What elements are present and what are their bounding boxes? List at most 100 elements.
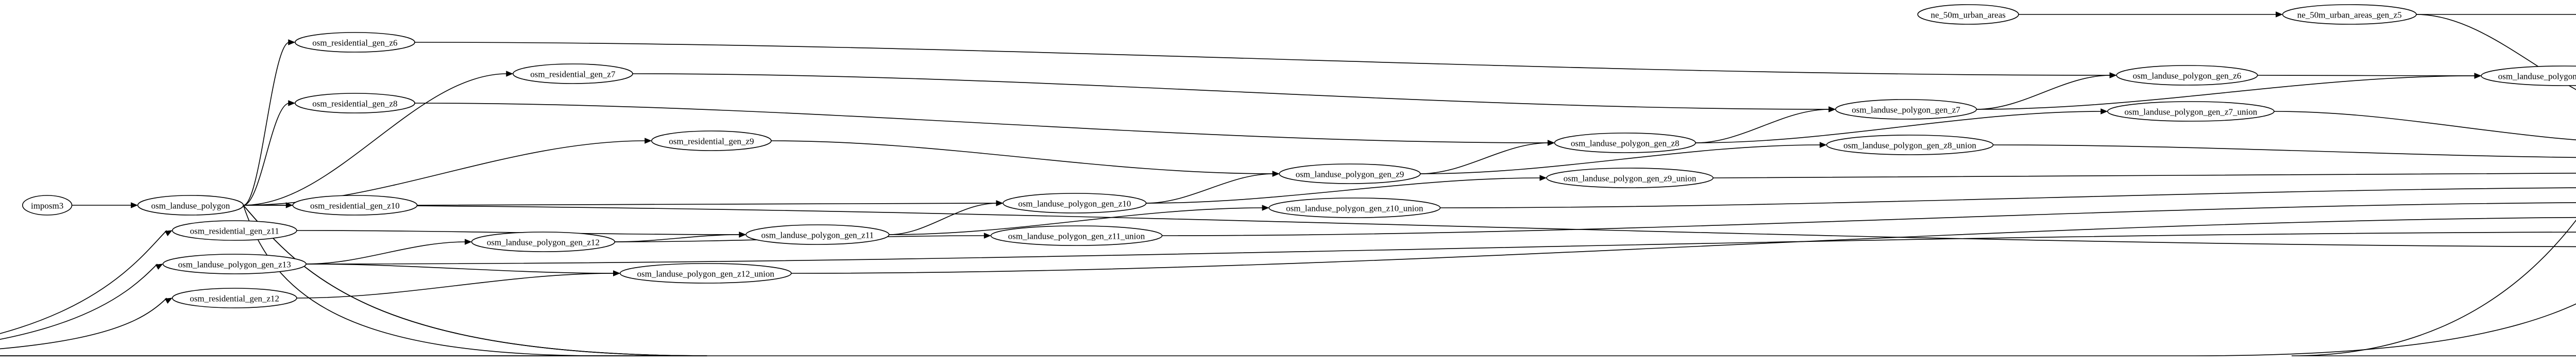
node-shape (651, 130, 772, 151)
node-osm-residential-gen-z11[interactable]: osm_residential_gen_z11 (172, 220, 297, 241)
node-osm-landuse-polygon-gen-z8[interactable]: osm_landuse_polygon_gen_z8 (1554, 133, 1696, 153)
node-label: osm_landuse_polygon_gen_z9_union (1564, 174, 1697, 184)
node-osm-residential-gen-z8[interactable]: osm_residential_gen_z8 (295, 93, 415, 113)
edge-arrowhead (739, 232, 747, 238)
node-shape (172, 220, 297, 241)
node-label: osm_landuse_polygon_gen_z12_union (637, 269, 775, 279)
edge-arrowhead (288, 100, 296, 106)
edge-osm-landuse-polygon-gen-z7-to-osm-landuse-polygon-gen-z6 (1976, 75, 2111, 110)
node-shape (619, 263, 792, 284)
edge-osm-landuse-polygon-gen-z8-to-osm-landuse-polygon-gen-z7 (1696, 109, 1830, 143)
node-label: osm_residential_gen_z8 (312, 99, 397, 109)
edge-osm-landuse-polygon-to-osm-residential-gen-z9 (243, 140, 646, 206)
edge-osm-residential-gen-z9-to-osm-landuse-polygon-gen-z9 (771, 140, 1274, 174)
edge-arrowhead (1262, 205, 1269, 211)
node-osm-landuse-polygon-gen-z7-union[interactable]: osm_landuse_polygon_gen_z7_union (2107, 101, 2275, 122)
node-label: osm_landuse_polygon_gen_z11 (761, 231, 874, 240)
edge-osm-landuse-polygon-gen-z9-to-osm-landuse-polygon-gen-z8-union (1420, 144, 1821, 174)
node-label: osm_landuse_polygon_gen_z8_union (1843, 141, 1976, 151)
edge-osm-landuse-polygon-to-osm-residential-gen-z8 (243, 103, 290, 206)
node-osm-landuse-polygon-gen-z6[interactable]: osm_landuse_polygon_gen_z6 (2116, 65, 2258, 86)
node-label: osm_landuse_polygon (151, 201, 230, 211)
edge-osm-landuse-polygon-gen-z9-union-to-layer-landuse-z9 (1713, 172, 2576, 178)
node-ne-50m-urban-areas-gen-z5[interactable]: ne_50m_urban_areas_gen_z5 (2282, 4, 2417, 25)
node-shape (2107, 101, 2275, 122)
node-shape (2481, 65, 2576, 86)
node-osm-landuse-polygon[interactable]: osm_landuse_polygon (137, 195, 244, 216)
node-shape (172, 288, 297, 308)
node-label: osm_landuse_polygon_gen_z7_union (2124, 107, 2257, 117)
node-osm-residential-gen-z7[interactable]: osm_residential_gen_z7 (512, 63, 633, 84)
node-ne-50m-urban-areas[interactable]: ne_50m_urban_areas (1917, 4, 2019, 25)
node-shape (1554, 133, 1696, 153)
node-shape (292, 195, 418, 216)
node-shape (295, 93, 415, 113)
node-shape (471, 232, 616, 252)
edge-osm-landuse-polygon-gen-z7-to-osm-landuse-polygon-gen-z6-union (1976, 75, 2476, 110)
edge-osm-landuse-polygon-gen-z11-to-osm-landuse-polygon-gen-z10-union (889, 207, 1264, 235)
node-osm-residential-gen-z12[interactable]: osm_residential_gen_z12 (172, 288, 297, 308)
edge-osm-landuse-polygon-to-osm-residential-gen-z6 (243, 42, 290, 206)
node-shape (1268, 198, 1441, 218)
edge-osm-landuse-polygon-gen-z9-to-osm-landuse-polygon-gen-z8 (1420, 142, 1549, 174)
node-osm-residential-gen-z10[interactable]: osm_residential_gen_z10 (292, 195, 418, 216)
edges-layer (0, 11, 2576, 356)
node-label: osm_residential_gen_z12 (190, 294, 279, 304)
node-osm-landuse-polygon-gen-z13[interactable]: osm_landuse_polygon_gen_z13 (162, 254, 307, 274)
node-label: osm_landuse_polygon_gen_z9 (1296, 170, 1404, 179)
edge-osm-residential-gen-z7-to-osm-landuse-polygon-gen-z7 (632, 73, 1830, 110)
node-label: osm_landuse_polygon_gen_z10_union (1286, 204, 1423, 213)
node-osm-landuse-polygon-gen-z11[interactable]: osm_landuse_polygon_gen_z11 (745, 224, 890, 245)
node-label: osm_landuse_polygon_gen_z6_union (2498, 72, 2576, 81)
node-label: osm_landuse_polygon_gen_z8 (1571, 139, 1680, 149)
node-shape (1826, 135, 1994, 155)
nodes-layer: imposm3 osm_landuse_polygon osm_residentia… (22, 4, 2576, 308)
node-shape (1546, 168, 1714, 188)
node-osm-residential-gen-z9[interactable]: osm_residential_gen_z9 (651, 130, 772, 151)
node-shape (2282, 4, 2417, 25)
node-osm-landuse-polygon-gen-z10-union[interactable]: osm_landuse_polygon_gen_z10_union (1268, 198, 1441, 218)
node-osm-residential-gen-z6[interactable]: osm_residential_gen_z6 (295, 32, 415, 53)
node-label: osm_residential_gen_z9 (669, 137, 754, 146)
edge-landuse-polygon-to-z14plus (243, 205, 2576, 356)
node-osm-landuse-polygon-gen-z9-union[interactable]: osm_landuse_polygon_gen_z9_union (1546, 168, 1714, 188)
node-osm-landuse-polygon-gen-z6-union[interactable]: osm_landuse_polygon_gen_z6_union (2481, 65, 2576, 86)
node-label: osm_residential_gen_z10 (310, 201, 400, 211)
edge-arrowhead (155, 264, 163, 270)
node-osm-landuse-polygon-gen-z12[interactable]: osm_landuse_polygon_gen_z12 (471, 232, 616, 252)
node-osm-landuse-polygon-gen-z8-union[interactable]: osm_landuse_polygon_gen_z8_union (1826, 135, 1994, 155)
edge-osm-landuse-polygon-gen-z13-to-osm-landuse-polygon-gen-z12-union (306, 264, 615, 274)
node-label: osm_residential_gen_z7 (530, 70, 616, 79)
edge-ne-50m-urban-areas-gen-z5-to-layer-landuse-z5 (2416, 14, 2576, 90)
edge-arrowhead (1547, 140, 1555, 146)
node-osm-landuse-polygon-gen-z12-union[interactable]: osm_landuse_polygon_gen_z12_union (619, 263, 792, 284)
edge-osm-landuse-polygon-to-osm-residential-gen-z7 (243, 73, 507, 206)
node-osm-landuse-polygon-gen-z11-union[interactable]: osm_landuse_polygon_gen_z11_union (990, 225, 1163, 246)
node-label: imposm3 (31, 201, 63, 211)
node-shape (990, 225, 1163, 246)
node-shape (1279, 163, 1421, 184)
node-label: ne_50m_urban_areas_gen_z5 (2297, 10, 2402, 20)
edge-osm-landuse-polygon-gen-z13-to-layer-landuse-z13 (306, 232, 2576, 265)
edge-osm-residential-gen-z12-to-osm-landuse-polygon-gen-z12-union (296, 273, 615, 299)
node-osm-landuse-polygon-gen-z9[interactable]: osm_landuse_polygon_gen_z9 (1279, 163, 1421, 184)
edge-osm-residential-gen-z10-to-osm-landuse-polygon-gen-z10 (417, 203, 997, 206)
edge-osm-landuse-polygon-gen-z10-to-osm-landuse-polygon-gen-z9 (1146, 173, 1274, 204)
edge-osm-landuse-polygon-gen-z11-to-osm-landuse-polygon-gen-z10 (889, 203, 997, 235)
edge-arrowhead (2109, 72, 2117, 78)
node-label: osm_landuse_polygon_gen_z7 (1852, 105, 1960, 115)
edge-arrowhead (1539, 175, 1547, 181)
edge-osm-landuse-polygon-gen-z6-to-osm-landuse-polygon-gen-z6-union (2257, 75, 2476, 76)
edge-arrowhead (2100, 108, 2108, 114)
edge-osm-landuse-polygon-to-osm-residential-gen-z12 (0, 205, 707, 356)
node-osm-landuse-polygon-gen-z7[interactable]: osm_landuse_polygon_gen_z7 (1835, 99, 1977, 120)
node-imposm3[interactable]: imposm3 (22, 195, 73, 216)
node-shape (1835, 99, 1977, 120)
node-shape (137, 195, 244, 216)
node-label: osm_residential_gen_z11 (190, 226, 279, 236)
node-osm-landuse-polygon-gen-z10[interactable]: osm_landuse_polygon_gen_z10 (1003, 193, 1147, 213)
node-shape (512, 63, 633, 84)
edge-arrowhead (2474, 73, 2482, 79)
node-label: osm_landuse_polygon_gen_z13 (178, 260, 291, 270)
